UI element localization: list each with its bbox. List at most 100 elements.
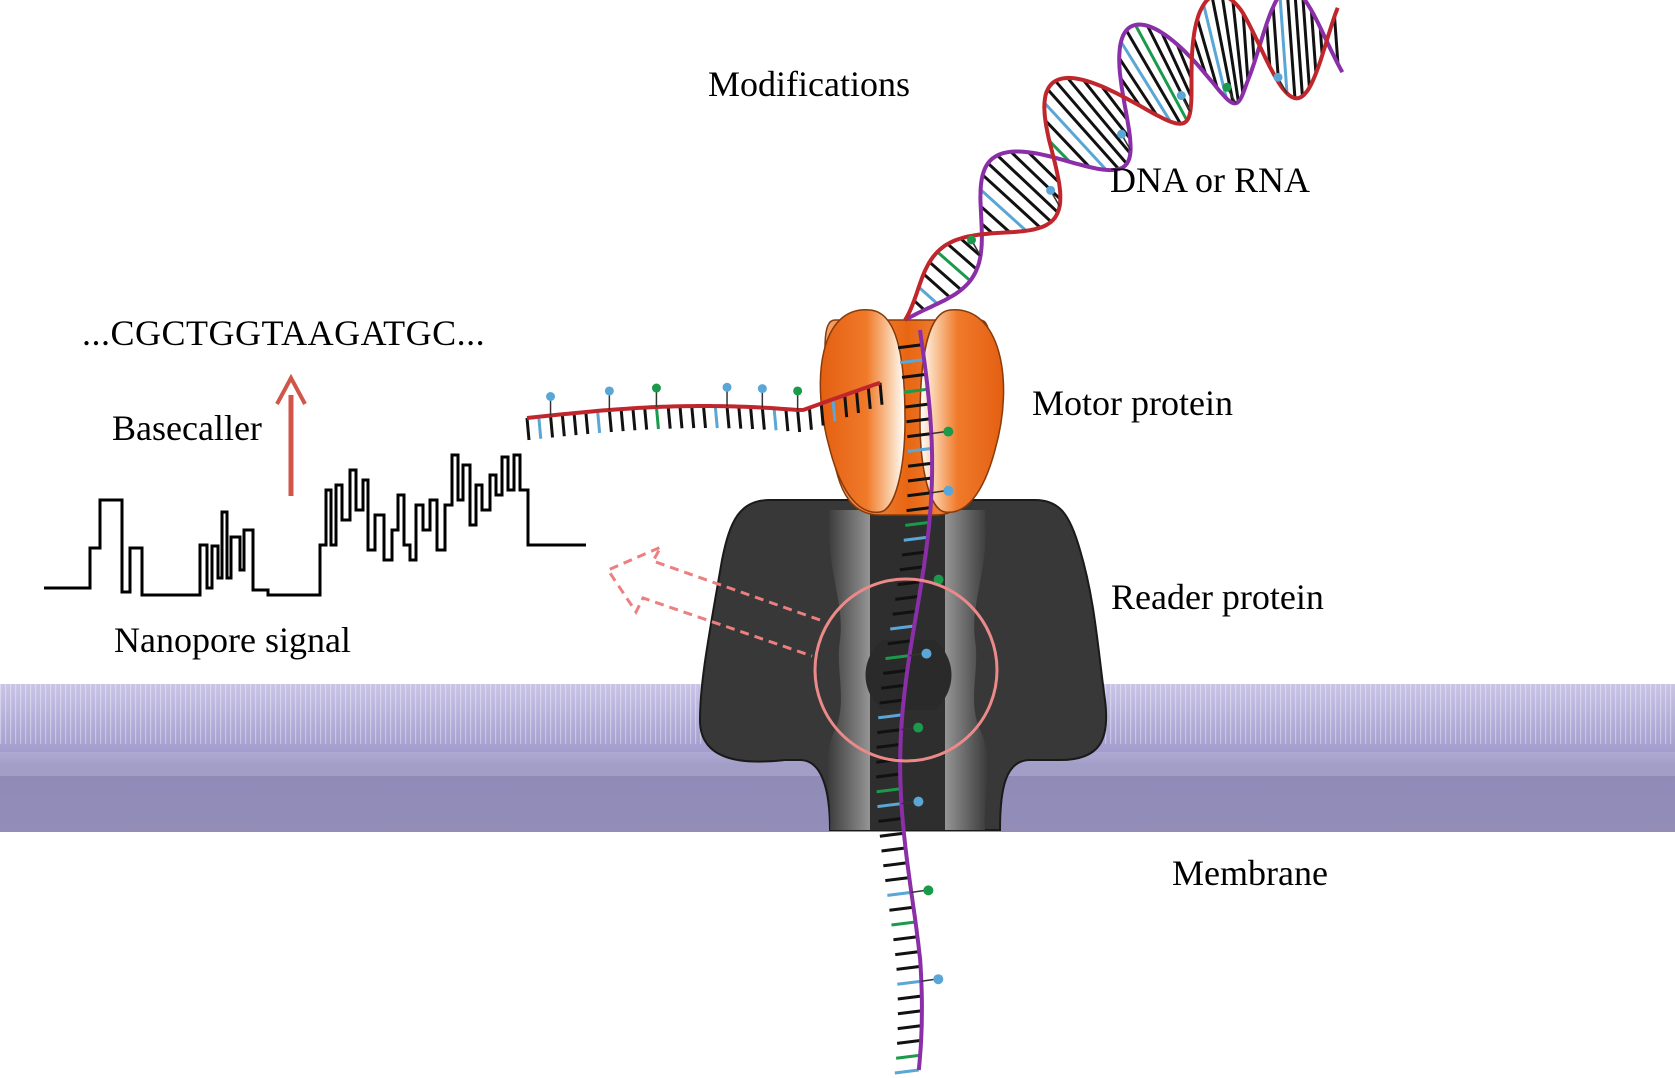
strand-base xyxy=(760,407,766,430)
strand-base xyxy=(549,415,555,438)
modification-stem xyxy=(921,978,936,982)
pore-strand-base xyxy=(893,935,918,942)
helix-base-pair xyxy=(1066,76,1132,155)
strand-base xyxy=(866,386,872,410)
helix-base-pair xyxy=(1046,88,1120,171)
helix-base-pair xyxy=(1231,0,1245,94)
pore-strand-base xyxy=(897,343,923,350)
pore-strand-base xyxy=(897,1024,922,1031)
helix-base-pair xyxy=(913,299,926,312)
basecaller-label: Basecaller xyxy=(112,408,262,448)
helix-base-pair xyxy=(1278,0,1289,94)
pore-strand-base xyxy=(877,728,902,735)
helix-base-pair xyxy=(1301,0,1311,88)
modification-stem xyxy=(971,241,982,257)
strand-base xyxy=(702,405,707,429)
strand-base xyxy=(572,412,578,436)
pore-strand-backbone xyxy=(898,329,935,1071)
modification-dot xyxy=(933,974,944,985)
helix-base-pair xyxy=(1221,0,1240,102)
modification-dot xyxy=(546,392,556,402)
modifications-label: Modifications xyxy=(708,64,910,104)
pore-strand-base xyxy=(881,846,906,853)
modification-stem xyxy=(911,889,926,894)
helix-base-pair xyxy=(1119,77,1142,107)
pore-strand-base xyxy=(899,565,925,572)
pore-strand-base xyxy=(905,520,930,527)
pore-strand-base xyxy=(897,1009,923,1016)
strand-base xyxy=(784,408,790,432)
dashed-hollow-arrow-left-icon xyxy=(605,543,821,658)
strand-base xyxy=(584,411,590,435)
helix-base-pair xyxy=(979,188,1028,232)
modification-dot xyxy=(913,796,924,807)
pore-strand-base xyxy=(887,639,912,646)
pore-strand-base xyxy=(889,905,914,912)
strand-base xyxy=(654,406,660,430)
strand-base xyxy=(619,408,625,432)
dna-or-rna-label: DNA or RNA xyxy=(1110,160,1310,200)
leading-strand-backbone xyxy=(526,380,881,420)
basecalled-sequence: ...CGCTGGTAAGATGC... xyxy=(82,313,485,353)
helix-base-pair xyxy=(1293,0,1304,97)
strand-base xyxy=(843,394,849,418)
pore-strand-base xyxy=(877,802,902,809)
reader-protein xyxy=(698,499,1108,831)
pore-strand-base xyxy=(901,550,927,557)
modification-dot xyxy=(651,383,661,393)
pore-strand-base xyxy=(895,594,920,601)
strand-base xyxy=(678,406,684,429)
strand-base xyxy=(643,407,649,430)
helix-base-pair xyxy=(1082,79,1132,140)
pore-strand-base xyxy=(901,372,927,379)
helix-base-pair xyxy=(936,250,972,282)
pore-strand-base xyxy=(907,446,933,453)
strand-base xyxy=(525,417,531,441)
pore-strand-base xyxy=(885,654,910,661)
helix-base-pair xyxy=(946,242,978,271)
helix-base-pair xyxy=(959,237,982,258)
circle-outline-icon xyxy=(813,577,999,763)
pore-strand-base xyxy=(878,816,903,823)
modification-dot xyxy=(923,885,934,896)
helix-strand-red xyxy=(903,0,1340,322)
modification-dot xyxy=(943,426,954,437)
pore-strand-base xyxy=(907,461,933,468)
helix-base-pair xyxy=(928,260,963,291)
helix-base-pair xyxy=(1125,29,1182,125)
modification-stem xyxy=(1227,88,1237,104)
helix-base-pair xyxy=(922,272,951,299)
helix-base-pair xyxy=(1175,43,1193,80)
pore-strand-base xyxy=(897,580,922,587)
helix-base-pair xyxy=(1043,101,1108,171)
strand-base xyxy=(596,410,602,434)
helix-base-pair xyxy=(986,162,1053,223)
helix-base-pair xyxy=(1271,6,1281,83)
pore-strand-base xyxy=(876,772,901,779)
pore-strand-base xyxy=(907,491,932,498)
strand-base xyxy=(854,390,860,414)
helix-base-pair xyxy=(1250,29,1256,63)
modification-dot xyxy=(1273,72,1283,82)
modification-dot xyxy=(943,485,954,496)
pore-strand-base xyxy=(885,876,910,883)
pore-strand-base xyxy=(897,994,922,1001)
modification-dot xyxy=(913,722,924,733)
helix-base-pair xyxy=(1286,0,1297,99)
strand-base xyxy=(560,414,566,437)
strand-base xyxy=(666,406,672,429)
strand-base xyxy=(807,407,813,430)
pore-strand-base xyxy=(876,742,901,749)
modification-stem xyxy=(909,652,924,657)
helix-base-pair xyxy=(1044,119,1091,169)
modification-dot xyxy=(921,648,932,659)
nanopore-signal-trace xyxy=(44,453,586,597)
helix-base-pair xyxy=(1117,57,1158,116)
helix-base-pair xyxy=(1309,10,1318,74)
modification-stem xyxy=(1050,191,1061,207)
pore-strand-base xyxy=(876,787,901,794)
modification-stem xyxy=(901,726,916,731)
helix-base-pair xyxy=(981,173,1042,229)
